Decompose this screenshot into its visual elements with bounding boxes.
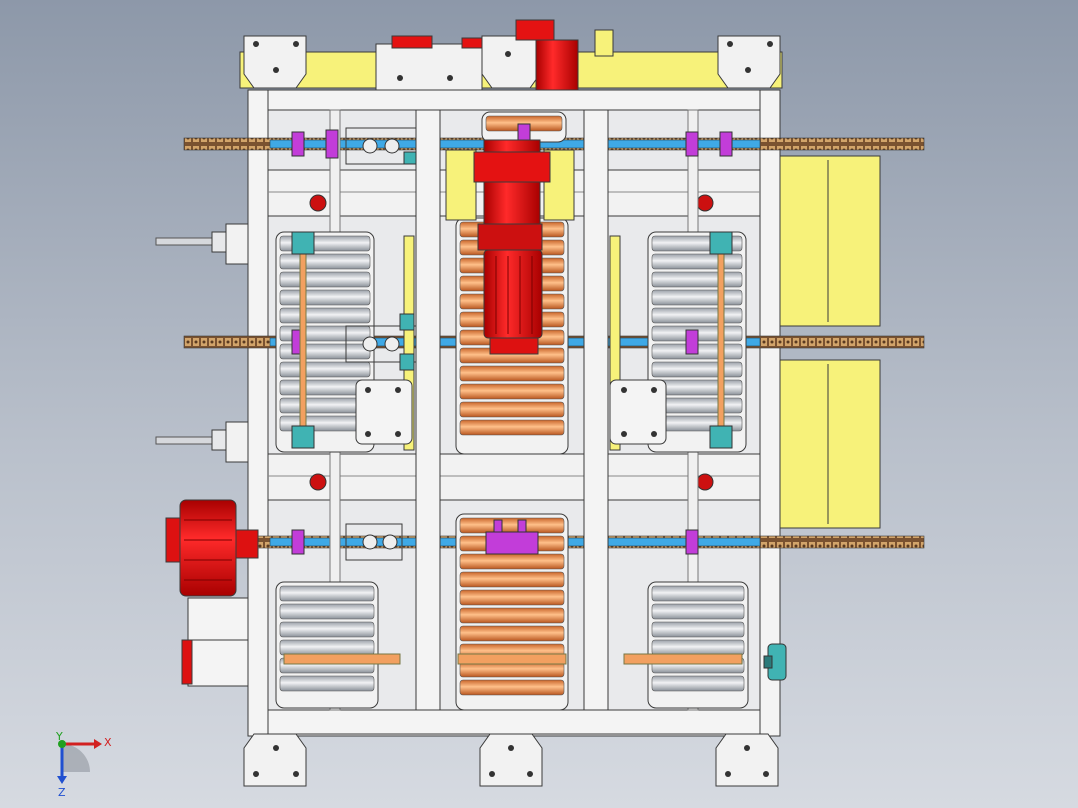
- roller: [651, 253, 743, 270]
- cross-member-lower: [267, 453, 761, 501]
- triad-z-label: Z: [58, 786, 66, 799]
- top-mounting-plate-left: [243, 35, 307, 89]
- roller: [279, 603, 375, 620]
- top-mounting-plate-right: [717, 35, 781, 89]
- triad-x-label: X: [104, 736, 112, 749]
- bottom-foot-right: [715, 733, 779, 787]
- sprocket-assembly-bottom-left: [345, 523, 403, 561]
- guide-rods: [291, 231, 733, 449]
- drive-shaft: [457, 653, 567, 665]
- roller: [459, 383, 565, 400]
- sprocket-assembly-top-left: [345, 127, 417, 165]
- adjuster-rod-upper: [155, 223, 249, 265]
- adjuster-rod-lower: [155, 421, 249, 463]
- side-bracket-right: [609, 379, 667, 445]
- roller: [279, 639, 375, 656]
- roller: [279, 675, 375, 692]
- triad-y-axis: [58, 740, 66, 748]
- side-bracket-left: [355, 379, 413, 445]
- roller: [651, 361, 743, 378]
- roller: [651, 621, 745, 638]
- coordinate-triad: X Y Z: [55, 730, 112, 799]
- roller: [459, 589, 565, 606]
- right-bearing: [763, 643, 787, 681]
- roller: [279, 361, 371, 378]
- roller: [459, 419, 565, 436]
- right-side-guard: [779, 155, 881, 529]
- roller: [279, 253, 371, 270]
- roller: [279, 271, 371, 288]
- roller: [651, 289, 743, 306]
- roller: [459, 365, 565, 382]
- inner-yellow-plates: [403, 149, 621, 451]
- center-drive-motor: [473, 139, 551, 355]
- chain-brackets: [291, 123, 733, 555]
- bottom-foot-center: [479, 733, 543, 787]
- top-gear-motor: [391, 19, 579, 91]
- roller: [279, 585, 375, 602]
- roller: [651, 271, 743, 288]
- roller: [459, 607, 565, 624]
- roller: [279, 289, 371, 306]
- triad-y-label: Y: [55, 730, 63, 743]
- roller: [651, 307, 743, 324]
- roller: [651, 675, 745, 692]
- roller: [459, 401, 565, 418]
- drive-shaft: [283, 653, 401, 665]
- roller: [651, 585, 745, 602]
- roller: [279, 307, 371, 324]
- sprocket-assembly-mid-left: [345, 313, 417, 371]
- roller: [279, 621, 375, 638]
- roller: [651, 639, 745, 656]
- roller: [651, 603, 745, 620]
- side-gear-motor: [165, 499, 259, 687]
- roller: [459, 517, 565, 534]
- roller: [459, 679, 565, 696]
- roller: [459, 625, 565, 642]
- drive-shaft: [623, 653, 743, 665]
- roller: [459, 571, 565, 588]
- roller-bay-lower-right: [647, 581, 749, 709]
- roller: [459, 553, 565, 570]
- roller-bay-lower-left: [275, 581, 379, 709]
- bottom-foot-left: [243, 733, 307, 787]
